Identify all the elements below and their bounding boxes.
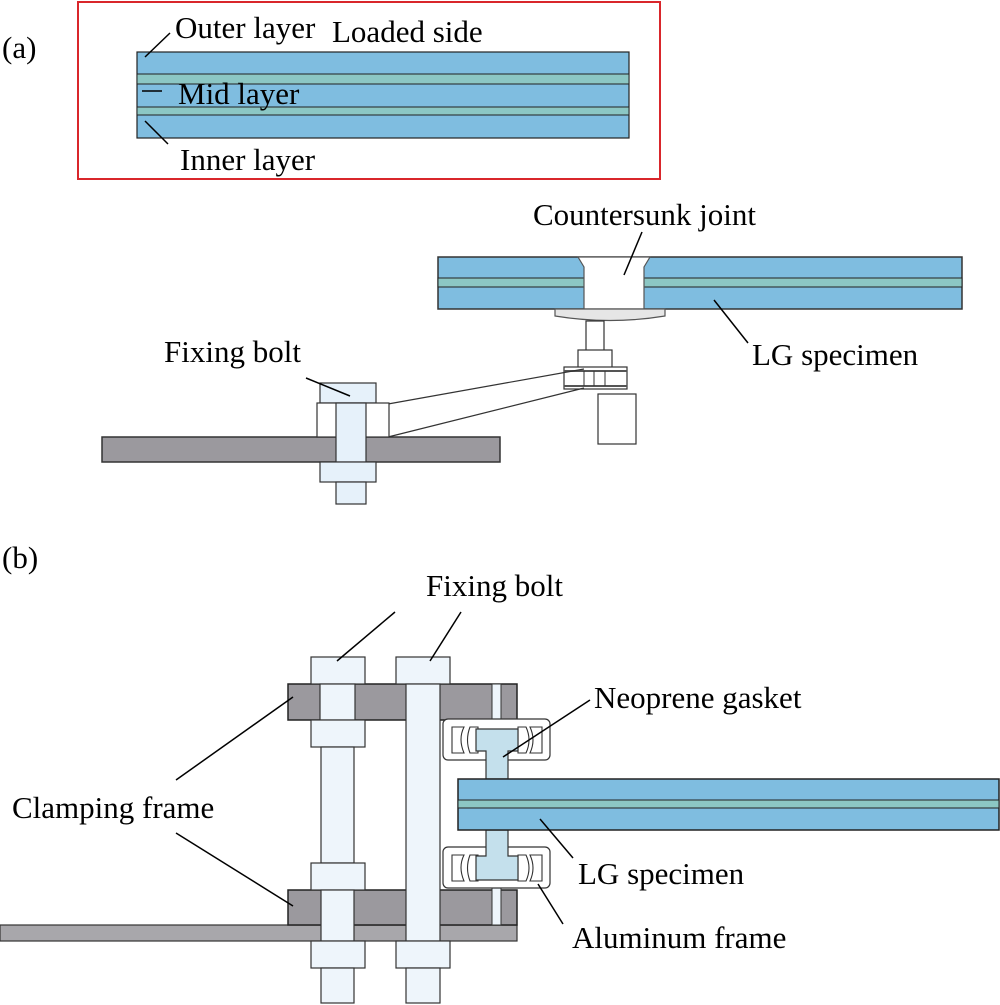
lg-specimen-b [457,778,1000,831]
leader-lg-specimen-b [539,818,574,859]
label-inner-layer: Inner layer [180,142,316,177]
interlayer-b [457,799,1000,809]
fixing-bolt-left [310,656,366,1004]
countersunk-disc [554,308,666,322]
label-mid-layer: Mid layer [178,76,300,111]
leader-fixing-bolt-a [305,377,351,397]
base-plate-a [101,436,501,463]
glass-stack-inset [136,51,630,139]
leader-outer-layer [144,32,171,58]
bolt-head-a [319,382,377,404]
connector-cylinder [597,393,637,445]
layer-inset: Outer layer Loaded side Mid layer Inner … [77,1,661,180]
interlayer-bottom-inset [136,106,630,116]
bolt-nut-a [319,461,377,483]
pin-lower [491,885,502,926]
leader-inner-layer [144,120,169,145]
leader-clamping-frame-upper [175,696,294,781]
label-fixing-bolt-b: Fixing bolt [426,568,563,603]
laminated-glass-cross-section [136,51,630,139]
base-plate-b [0,924,518,942]
leader-aluminum-frame [537,883,564,925]
clamp-connector [563,366,628,390]
pin-upper [491,683,502,725]
leader-lg-specimen-a [713,299,749,344]
label-aluminum-frame: Aluminum frame [572,920,786,955]
panel-b-label: (b) [2,540,38,575]
label-lg-specimen-a: LG specimen [752,337,919,372]
label-fixing-bolt-a: Fixing bolt [164,334,301,369]
leader-countersunk-joint [623,231,643,276]
leader-fixing-bolt-b-left [336,611,396,662]
countersunk-hole [576,256,652,310]
fixing-bolt-right [395,656,451,1004]
neoprene-gasket-lower [475,829,519,881]
label-loaded-side: Loaded side [332,14,483,49]
inset-leaders [142,32,171,145]
fixing-bolt-a [316,382,390,505]
countersunk-stem [585,320,605,352]
label-countersunk-joint: Countersunk joint [533,197,756,232]
label-neoprene-gasket: Neoprene gasket [594,680,802,715]
label-outer-layer: Outer layer [175,10,316,45]
panel-a-label: (a) [2,30,36,65]
interlayer-a [437,277,963,288]
leader-fixing-bolt-b-right [429,611,462,662]
bolt-tail-a [335,481,367,505]
bolt-shank-a [335,402,367,463]
label-clamping-frame: Clamping frame [12,790,214,825]
label-lg-specimen-b: LG specimen [578,856,745,891]
leader-neoprene-gasket [502,699,591,758]
interlayer-top-inset [136,73,630,85]
countersunk-nut [577,349,613,369]
lg-specimen-a [437,256,963,445]
support-arm [387,368,585,438]
leader-clamping-frame-lower [175,832,294,907]
